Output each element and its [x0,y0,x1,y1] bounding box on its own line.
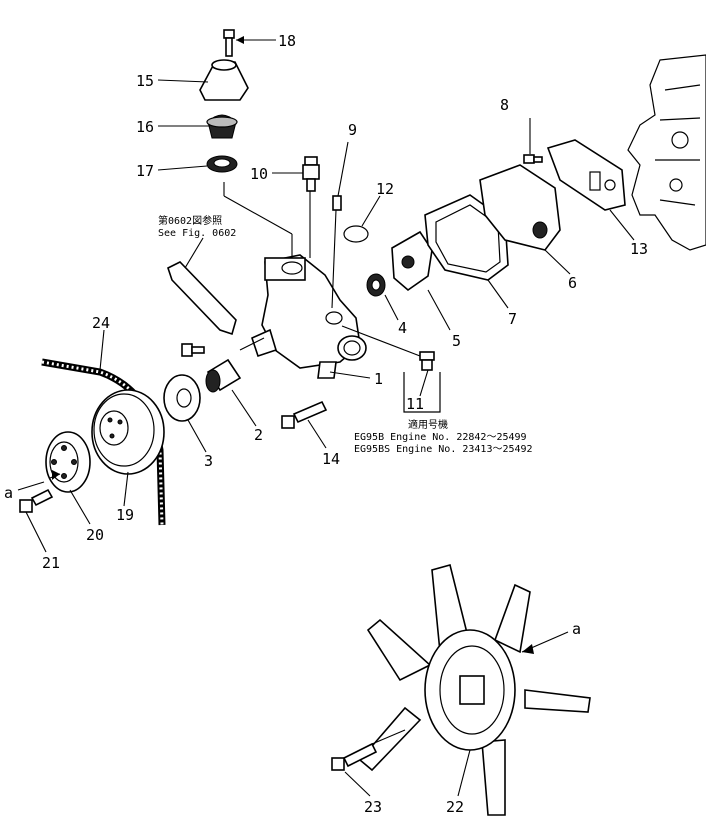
label-8: 8 [500,96,509,114]
label-3: 3 [204,452,213,470]
label-12: 12 [376,180,394,198]
label-5: 5 [452,332,461,350]
thermostat-16 [206,114,238,139]
label-22: 22 [446,798,464,816]
bolt-21 [19,488,54,513]
label-4: 4 [398,319,407,337]
plug-9 [332,195,342,211]
gasket-13 [546,139,626,211]
label-7: 7 [508,310,517,328]
part-labels: 18 15 16 17 10 9 12 8 13 6 7 5 4 1 11 2 … [4,32,648,816]
label-20: 20 [86,526,104,544]
shaft-2 [205,358,242,393]
leader-lines [17,36,635,797]
applicability-row-2: EG95BS Engine No. 23413～25492 [354,444,533,455]
bolt-23 [331,742,378,771]
label-2: 2 [254,426,263,444]
engine-block [627,54,706,251]
label-14: 14 [322,450,340,468]
seal-4 [366,273,386,297]
label-11: 11 [406,395,424,413]
label-6: 6 [568,274,577,292]
label-24: 24 [92,314,110,332]
label-a-left: a [4,484,13,502]
applicability-row-1: EG95B Engine No. 22842～25499 [354,432,527,443]
label-21: 21 [42,554,60,572]
ref-note-en: See Fig. 0602 [158,228,236,239]
bolt-small [181,343,205,357]
reference-note: 第0602図参照 See Fig. 0602 [158,214,236,239]
label-23: 23 [364,798,382,816]
label-17: 17 [136,162,154,180]
bracket [167,261,237,336]
label-10: 10 [250,165,268,183]
gasket-ring-17 [206,155,238,173]
o-ring-12 [343,225,369,243]
label-13: 13 [630,240,648,258]
label-19: 19 [116,506,134,524]
bolt-18 [223,29,235,57]
bolt-14 [281,400,328,429]
label-18: 18 [278,32,296,50]
water-pump-body-1 [251,254,367,379]
impeller-5 [391,230,433,292]
label-1: 1 [374,370,383,388]
spacer-20 [45,431,91,493]
bolt-8 [523,154,543,164]
ref-note-jp: 第0602図参照 [158,214,222,227]
sensor-10 [302,156,320,192]
applicability-bracket [403,372,441,413]
fan-22 [358,564,591,816]
applicability-note: 適用号機 EG95B Engine No. 22842～25499 EG95BS… [354,418,533,455]
thermostat-housing-15 [199,59,249,101]
applicability-header: 適用号機 [408,418,448,431]
label-16: 16 [136,118,154,136]
label-9: 9 [348,121,357,139]
pulley-19 [91,389,165,475]
label-a-right: a [572,620,581,638]
plug-11 [419,351,435,371]
cover-plate-6 [479,164,561,251]
label-15: 15 [136,72,154,90]
hub-3 [163,374,201,422]
